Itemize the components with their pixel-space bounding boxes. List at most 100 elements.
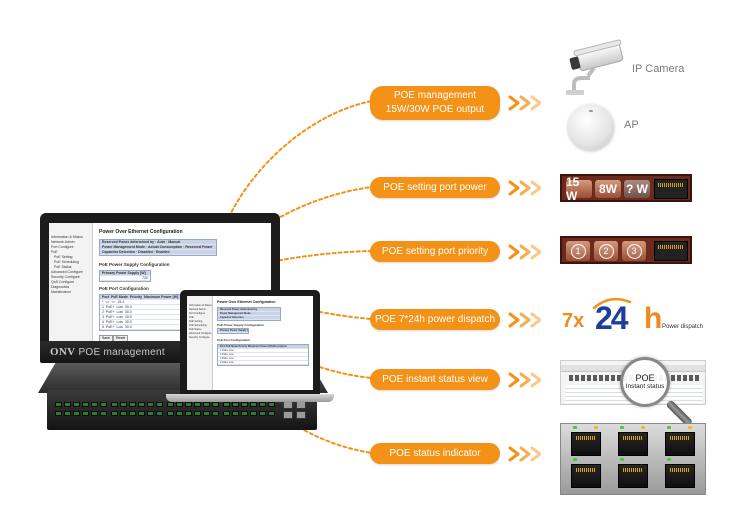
priority-port: 2 (594, 241, 618, 261)
ui-sidebar-item[interactable]: Advanced Configure (189, 332, 212, 335)
ui-sidebar-item[interactable]: Security Configure (51, 275, 80, 279)
ui-cell[interactable]: <> (105, 300, 110, 304)
ui-cell[interactable]: 30.0 (124, 325, 132, 329)
sfp-port-icon (296, 401, 306, 409)
ap-label: AP (624, 119, 639, 131)
ui-sidebar-item[interactable]: Network Admin (51, 240, 75, 244)
ui-cell[interactable]: Low (116, 310, 123, 314)
ui-cell[interactable]: PoE+ (222, 357, 229, 360)
ui-col-priority: Priority (129, 295, 143, 299)
pill-status-indicator[interactable]: POE status indicator (370, 443, 500, 464)
table-row: 3 PoE+ Low (218, 357, 308, 361)
switch-port-icon (241, 411, 248, 416)
table-row: 2 PoE+ Low 30.0 (100, 310, 218, 315)
ui-cell: 4 (102, 320, 104, 324)
arrow-icon (508, 312, 541, 328)
ui-cell[interactable]: Low (116, 320, 123, 324)
pill-dispatch[interactable]: POE 7*24h power dispatch (370, 309, 500, 330)
pill-status-view[interactable]: POE instant status view (370, 369, 500, 390)
ui-setting-option[interactable]: Reserved Power (185, 245, 213, 249)
priority-value: 3 (626, 243, 642, 259)
ui-cell[interactable]: Low (228, 353, 234, 356)
ui-setting-row: Reserved Power determined by · Auto · Ma… (100, 240, 216, 245)
ui-cell[interactable]: PoE+ (105, 305, 115, 309)
ui-sidebar-item[interactable]: PoE Scheduling (189, 324, 207, 327)
ui-setting-option[interactable]: Manual (168, 240, 181, 244)
switch-port-icon (111, 402, 118, 407)
ui-settings-grid: Reserved Power determined by · Auto · Ma… (99, 239, 217, 256)
ui-cell[interactable]: Low (116, 325, 123, 329)
ui-cell[interactable]: PoE+ (222, 361, 229, 364)
ui-setting-label: Power Management Mode (102, 245, 145, 249)
ui-setting-option[interactable]: Auto (157, 240, 166, 244)
ui-cell[interactable]: PoE+ (105, 315, 115, 319)
ui-sidebar-item[interactable]: Advanced Configure (51, 270, 83, 274)
ui-supply-value[interactable]: 720 (100, 276, 150, 281)
ui-sidebar-item[interactable]: Diagnostics (51, 285, 70, 289)
ui-cell[interactable]: Low (228, 357, 234, 360)
table-row: * <> <> 15.4 (100, 300, 218, 305)
ui-cell[interactable]: Low (116, 315, 123, 319)
ui-supply-grid: Primary Power Supply [W] 720 (99, 270, 151, 282)
ui-sidebar-item[interactable]: PoE (189, 316, 194, 319)
port-power-panel: 15 W 8W ? W (560, 174, 692, 203)
ui-cell[interactable]: <> (111, 300, 116, 304)
pill-text: POE 7*24h power dispatch (374, 313, 496, 325)
ui-cell[interactable]: PoE+ (105, 320, 115, 324)
pill-text: POE setting port power (383, 181, 487, 193)
ui-cell[interactable]: PoE+ (222, 353, 229, 356)
ui-settings-grid-mini: Reserved Power determined by Power Manag… (217, 307, 281, 321)
pill-management[interactable]: POE management 15W/30W POE output (370, 86, 500, 120)
magnifier-icon: POE Instant status (620, 357, 670, 407)
ui-sidebar-item[interactable]: Port Configure (189, 312, 206, 315)
ui-sidebar-item[interactable]: QoS Configure (51, 280, 75, 284)
pill-text: POE instant status view (382, 373, 488, 385)
ui-sidebar-item[interactable]: Information & Status (189, 304, 212, 307)
switch-port-icon (185, 411, 192, 416)
ui-sidebar-item[interactable]: Security Configure (189, 336, 210, 339)
ui-cell[interactable]: Low (228, 361, 234, 364)
brand-logo: ONV (50, 346, 76, 358)
ui-sidebar-item[interactable]: PoE Status (54, 265, 72, 269)
pill-port-priority[interactable]: POE setting port priority (370, 241, 500, 262)
ui-cell[interactable]: 30.0 (124, 310, 132, 314)
ui-cell[interactable]: 30.0 (124, 320, 132, 324)
ui-cell[interactable]: Low (228, 349, 234, 352)
ui-sidebar-item[interactable]: Port Configure (51, 245, 74, 249)
ui-col-max: Maximum Power [W] (144, 295, 179, 299)
magnifier-subtitle: Instant status (625, 383, 665, 390)
switch-port-icon (129, 402, 136, 407)
ui-sidebar-item[interactable]: PoE (51, 250, 58, 254)
ui-sidebar-item[interactable]: PoE Setting (189, 320, 203, 323)
ui-cell[interactable]: Low (116, 305, 123, 309)
port-priority-panel: 1 2 3 (560, 236, 692, 264)
laptop: Information & Status Network Admin Port … (180, 290, 320, 394)
ui-sidebar-item[interactable]: PoE Scheduling (54, 260, 79, 264)
switch-port-icon (64, 402, 71, 407)
ui-setting-option[interactable]: Actual Consumption (147, 245, 183, 249)
ui-cell[interactable]: 30.0 (124, 315, 132, 319)
switch-port-icon (176, 411, 183, 416)
switch-port-icon (156, 411, 163, 416)
ui-setting-option[interactable]: Disabled (138, 250, 153, 254)
dispatch-multiplier: 7x (562, 310, 585, 332)
ui-cell[interactable]: 30.0 (124, 305, 132, 309)
ui-cell[interactable]: PoE+ (105, 310, 115, 314)
ui-sidebar-item[interactable]: Information & Status (51, 235, 83, 239)
ui-sidebar-item[interactable]: PoE Setting (54, 255, 73, 259)
port-power-value: ? W (624, 180, 650, 198)
ui-sidebar-item[interactable]: Maintenance (51, 290, 72, 294)
ui-cell[interactable]: PoE+ (105, 325, 115, 329)
pill-port-power[interactable]: POE setting port power (370, 177, 500, 198)
ui-cell[interactable]: 15.4 (117, 300, 125, 304)
arrow-icon (508, 180, 541, 196)
ui-supply-grid-mini: Primary Power Supply [W] (217, 328, 249, 334)
ui-page-title: Power Over Ethernet Configuration (99, 229, 183, 235)
led-green-icon (667, 458, 671, 461)
ip-camera-icon (566, 39, 624, 95)
ui-col-mode: PoE Mode (225, 345, 238, 348)
ui-cell[interactable]: PoE+ (222, 349, 229, 352)
ui-sidebar-item[interactable]: PoE Status (189, 328, 202, 331)
ui-sidebar-item[interactable]: Network Admin (189, 308, 206, 311)
ui-setting-option[interactable]: Enabled (155, 250, 170, 254)
